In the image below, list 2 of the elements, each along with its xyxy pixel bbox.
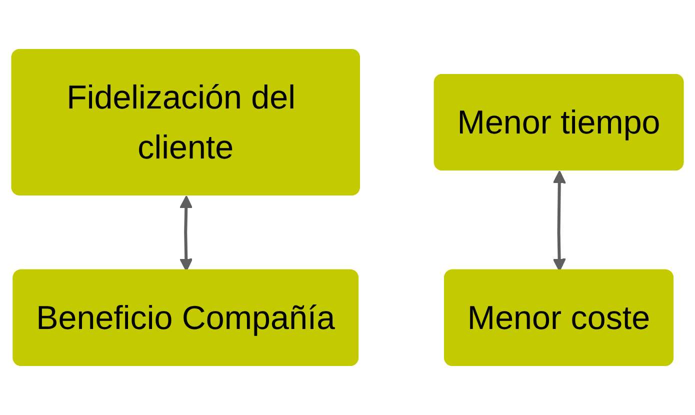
arrow <box>179 195 193 272</box>
arrow <box>552 170 566 272</box>
